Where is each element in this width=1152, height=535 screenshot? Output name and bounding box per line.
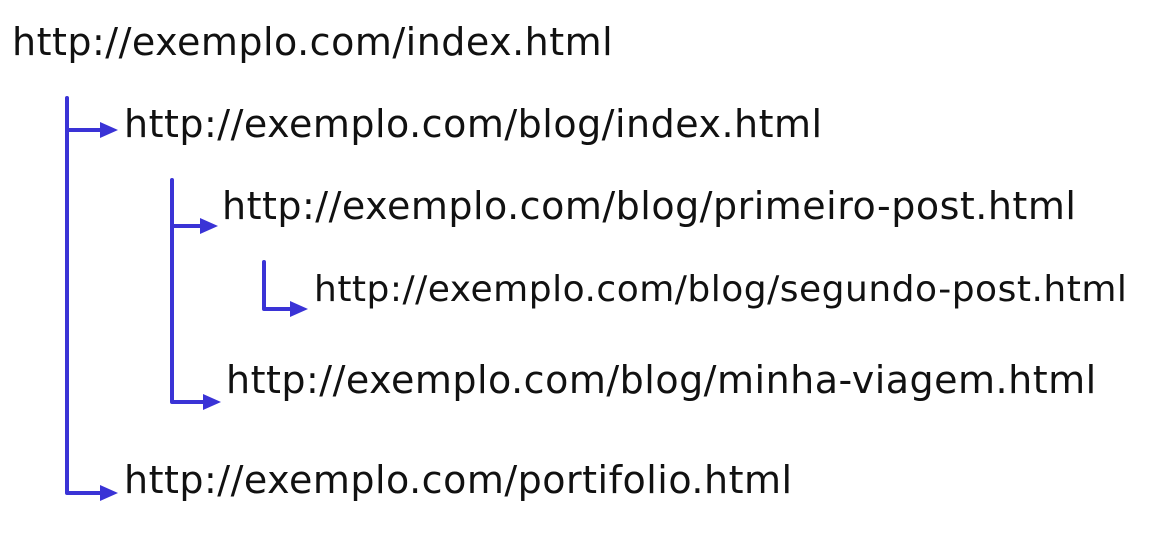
arrowhead-icon bbox=[100, 122, 118, 138]
connector-root-to-portifolio bbox=[65, 128, 104, 495]
node-blog-index: http://exemplo.com/blog/index.html bbox=[124, 102, 823, 146]
connector-root-to-blog-index bbox=[65, 96, 104, 132]
connector-primeiro-to-segundo-post bbox=[262, 260, 294, 311]
node-portifolio: http://exemplo.com/portifolio.html bbox=[124, 458, 793, 502]
arrowhead-icon bbox=[200, 218, 218, 234]
arrowhead-icon bbox=[203, 394, 221, 410]
connector-blog-to-primeiro-post bbox=[170, 178, 204, 228]
arrowhead-icon bbox=[100, 485, 118, 501]
node-minha-viagem: http://exemplo.com/blog/minha-viagem.htm… bbox=[226, 358, 1097, 402]
node-root-index: http://exemplo.com/index.html bbox=[12, 20, 614, 64]
node-primeiro-post: http://exemplo.com/blog/primeiro-post.ht… bbox=[222, 184, 1077, 228]
node-segundo-post: http://exemplo.com/blog/segundo-post.htm… bbox=[314, 269, 1128, 310]
connector-blog-to-minha-viagem bbox=[170, 224, 207, 404]
arrowhead-icon bbox=[290, 301, 308, 317]
